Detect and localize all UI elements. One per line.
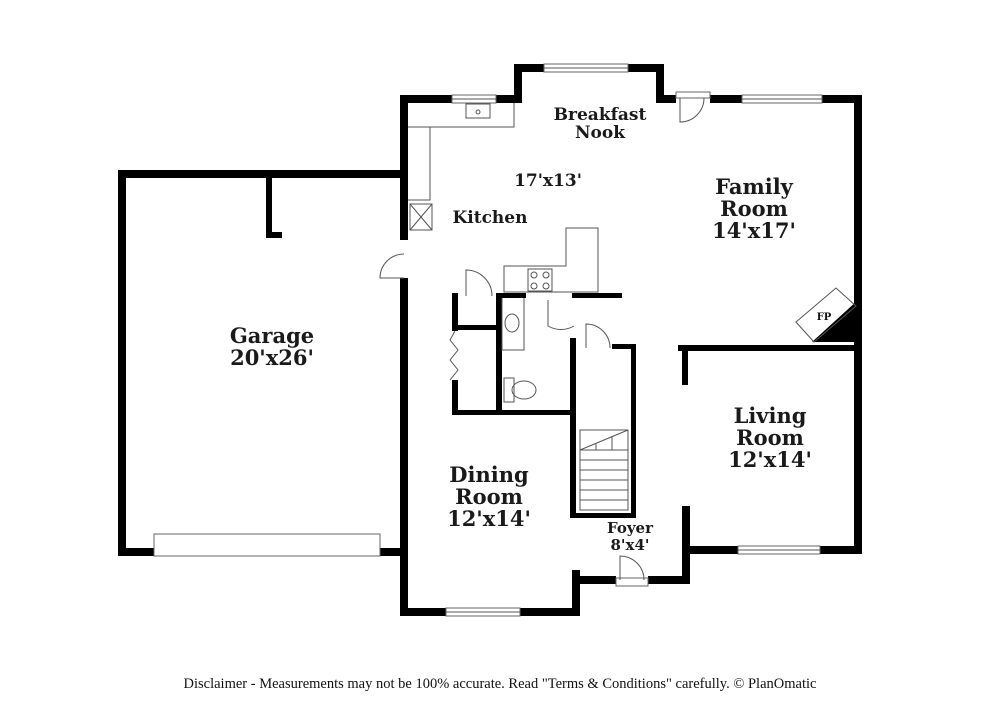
- dining-room-dims: 12'x14': [447, 506, 531, 531]
- fireplace-label: FP: [817, 312, 832, 323]
- dining-room-label-line1: Dining: [449, 462, 529, 487]
- kitchen-label: Kitchen: [453, 208, 528, 228]
- powder-room-fixtures: [501, 298, 537, 403]
- living-room-dims: 12'x14': [728, 447, 812, 472]
- garage-label: Garage: [230, 323, 314, 348]
- living-room-label-line1: Living: [734, 403, 807, 428]
- disclaimer-text: Disclaimer - Measurements may not be 100…: [183, 676, 817, 692]
- foyer-label: Foyer: [607, 519, 654, 537]
- breakfast-nook-label-line2: Nook: [575, 123, 626, 143]
- breakfast-nook-label-line1: Breakfast: [554, 105, 647, 125]
- windows: [153, 63, 823, 617]
- garage-dims: 20'x26': [230, 345, 314, 370]
- exterior-walls: [118, 64, 862, 616]
- kitchen-dims: 17'x13': [514, 171, 582, 191]
- doors: [379, 91, 711, 587]
- family-room-label-line1: Family: [715, 174, 794, 199]
- room-labels: Breakfast Nook 17'x13' Kitchen Family Ro…: [230, 105, 812, 554]
- dining-room-label-line2: Room: [455, 484, 523, 509]
- foyer-dims: 8'x4': [610, 536, 649, 554]
- fireplace: FP: [795, 287, 858, 343]
- living-room-label-line2: Room: [736, 425, 804, 450]
- family-room-label-line2: Room: [720, 196, 788, 221]
- family-room-dims: 14'x17': [712, 218, 796, 243]
- staircase: [579, 429, 629, 511]
- kitchen-fixtures: [408, 103, 599, 293]
- interior-walls: [266, 178, 858, 518]
